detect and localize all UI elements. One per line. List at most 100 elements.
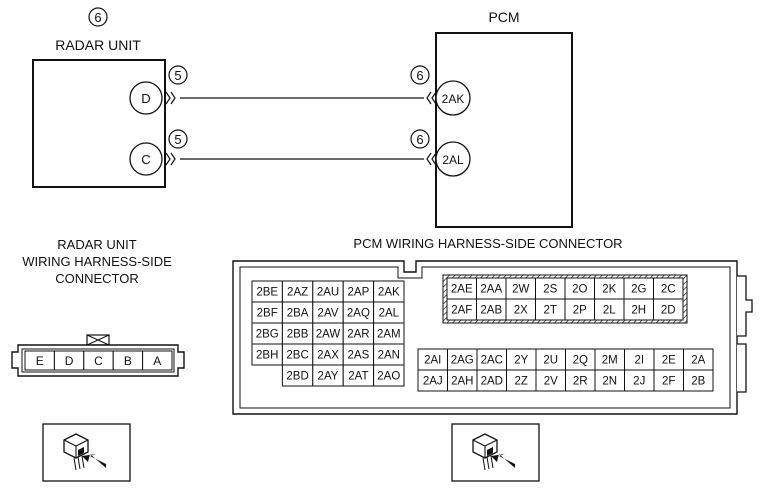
pcm-wire-ref-2al: 6 [416, 132, 423, 147]
radar-pin-c-circle [129, 142, 163, 176]
pin-label: E [36, 354, 44, 368]
pin-label: 2AV [318, 308, 339, 320]
radar-pin-d-circle [129, 81, 163, 115]
pin-label: 2AL [379, 308, 400, 320]
pin-label: 2AF [451, 305, 472, 317]
pin-label: 2Q [573, 355, 588, 367]
radar-unit-ref-circle [88, 7, 108, 27]
radar-pin-d-label: D [141, 91, 150, 106]
pin-label: 2P [573, 305, 587, 317]
pin-label: 2BB [287, 329, 309, 341]
pin-label: 2A [691, 355, 705, 367]
pin-cell [653, 298, 684, 321]
radar-unit-box [32, 59, 166, 188]
pin-label: 2T [544, 305, 557, 317]
pin-label: D [65, 354, 74, 368]
pcm-connector-inner [239, 266, 731, 409]
pcm-pin-2ak-circle [435, 80, 471, 116]
pcm-unit: PCM 2AK 2AL [435, 9, 573, 228]
pin-label: 2Y [514, 355, 528, 367]
connector-chevron-icon [426, 91, 437, 105]
wire-ref-circle [168, 129, 188, 149]
pin-label: 2L [603, 305, 616, 317]
view-direction-icon [472, 433, 515, 471]
pin-label: 2X [514, 305, 528, 317]
pin-label: 2AH [451, 376, 473, 388]
pin-label: 2G [631, 284, 646, 296]
pin-label: 2K [602, 284, 616, 296]
pin-cell [142, 350, 173, 371]
pin-label: 2AE [451, 284, 473, 296]
pin-label: 2AQ [347, 308, 370, 320]
pin-label: 2BA [287, 308, 309, 320]
pin-label: 2BF [257, 308, 278, 320]
pin-label: 2W [512, 284, 529, 296]
connector-chevron-icon [165, 91, 176, 105]
radar-connector-title-line-2: WIRING HARNESS-SIDE [22, 254, 172, 269]
view-direction-icon [63, 433, 106, 471]
radar-wire-ref-d: 5 [174, 68, 181, 83]
wire-ref-circle [168, 65, 188, 85]
pcm-connector-title: PCM WIRING HARNESS-SIDE CONNECTOR [353, 236, 622, 251]
pin-label: C [94, 354, 103, 368]
pin-label: 2AP [348, 287, 370, 299]
pin-label: 2M [602, 355, 618, 367]
radar-wire-ref-c: 5 [174, 132, 181, 147]
pcm-box [435, 32, 573, 228]
wire-ref-circle [410, 129, 430, 149]
pin-label: 2BD [286, 371, 308, 383]
pcm-title: PCM [488, 9, 519, 25]
pin-label: 2D [661, 305, 676, 317]
radar-connector-title-line-3: CONNECTOR [55, 271, 139, 286]
pin-label: 2B [691, 376, 705, 388]
pin-label: 2H [631, 305, 646, 317]
radar-unit: 6 RADAR UNIT D C [32, 7, 166, 188]
pin-label: 2AK [378, 287, 400, 299]
pin-label: 2AC [481, 355, 503, 367]
pin-label: 2BC [286, 350, 308, 362]
pin-label: 2AA [480, 284, 502, 296]
pin-label: 2BE [256, 287, 278, 299]
pin-label: 2AS [348, 350, 370, 362]
pin-label: 2E [662, 355, 676, 367]
pin-label: 2AM [377, 329, 401, 341]
pin-label: 2AO [377, 371, 400, 383]
pin-label: 2BG [256, 329, 279, 341]
pin-label: 2AI [424, 355, 441, 367]
pcm-pin-2ak-label: 2AK [442, 92, 465, 106]
pin-label: 2AJ [423, 376, 443, 388]
radar-connector-inner [21, 348, 175, 373]
pin-label: B [124, 354, 132, 368]
pin-label: 2AU [317, 287, 339, 299]
pin-cell [683, 369, 714, 392]
pin-label: 2AN [378, 350, 400, 362]
pin-label: 2N [602, 376, 617, 388]
wire-d-2ak: 5 6 [165, 65, 437, 105]
pin-label: 2F [662, 376, 675, 388]
pin-label: 2Z [515, 376, 528, 388]
pin-label: 2R [573, 376, 588, 388]
radar-connector-title-line-1: RADAR UNIT [57, 237, 137, 252]
pcm-wire-ref-2ak: 6 [416, 68, 423, 83]
pin-label: 2AB [480, 305, 502, 317]
radar-pin-c-label: C [141, 152, 150, 167]
pin-label: 2C [661, 284, 676, 296]
radar-unit-ref: 6 [94, 10, 101, 25]
pin-label: 2V [544, 376, 558, 388]
pin-label: 2I [634, 355, 644, 367]
pcm-side-clip [737, 343, 747, 393]
pin-label: A [153, 354, 161, 368]
pin-label: 2AW [316, 329, 341, 341]
radar-connector: RADAR UNIT WIRING HARNESS-SIDE CONNECTOR… [11, 237, 185, 482]
pin-label: 2AG [451, 355, 474, 367]
pin-label: 2AR [347, 329, 369, 341]
pcm-side-clip [737, 275, 753, 337]
pcm-pin-2al-circle [435, 141, 471, 177]
pin-label: 2S [543, 284, 557, 296]
pin-label: 2AD [481, 376, 503, 388]
pin-label: 2AX [317, 350, 339, 362]
